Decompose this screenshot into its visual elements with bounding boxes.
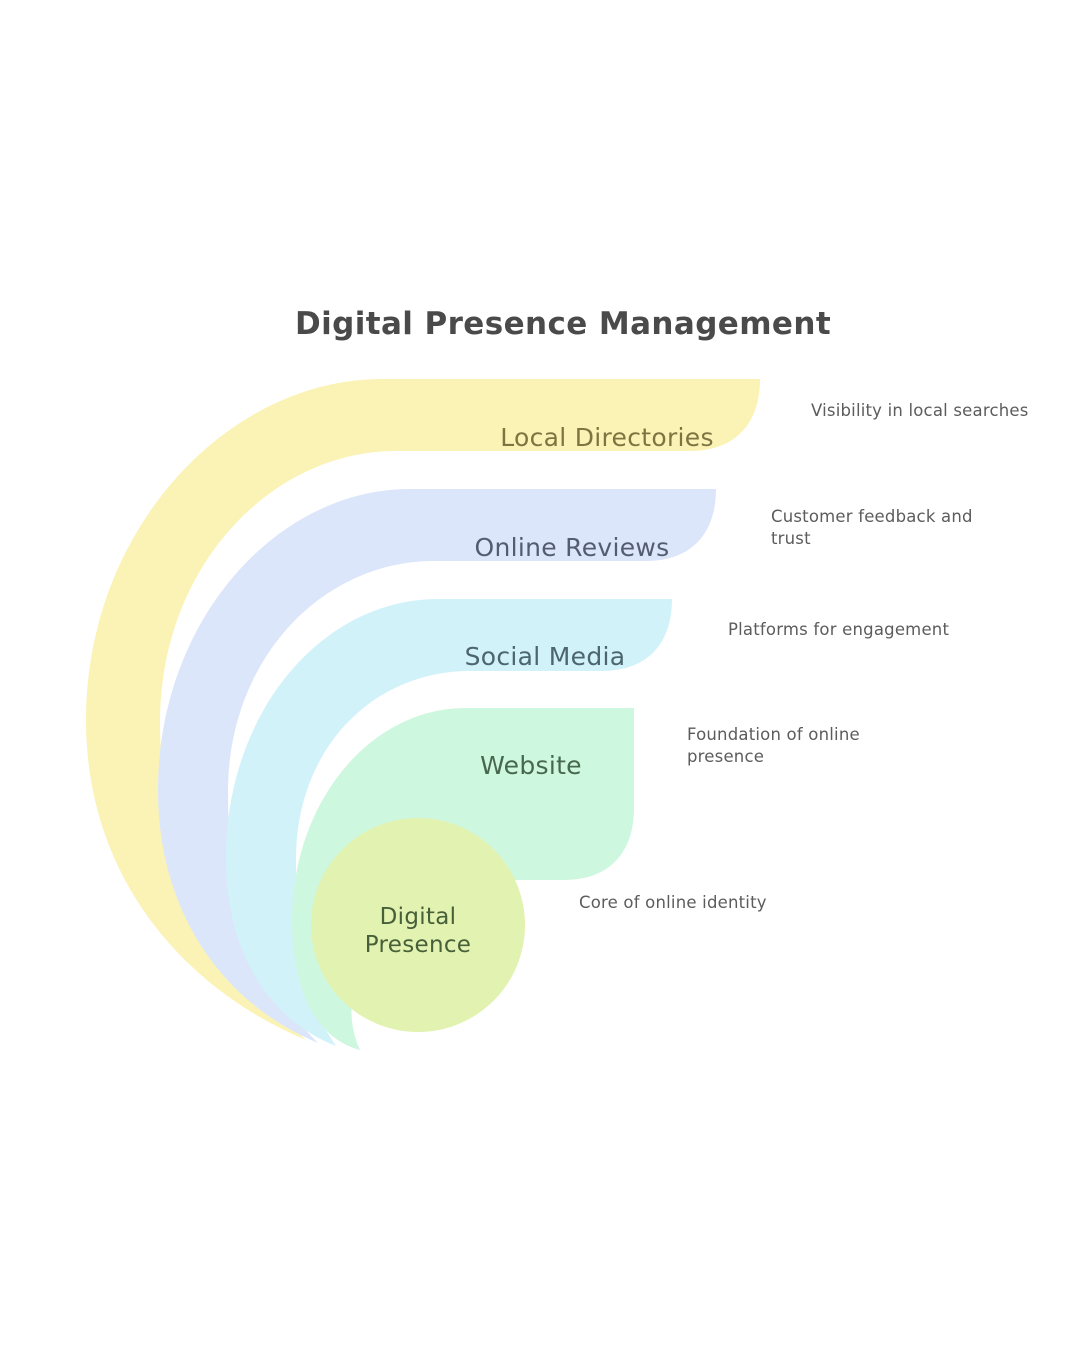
description-website-line2: presence [687, 747, 764, 766]
core-node-digital-presence[interactable]: Digital Presence [311, 818, 525, 1032]
layer-band-local-directories [86, 379, 760, 1040]
core-label-line2: Presence [365, 932, 471, 958]
layer-label-online-reviews: Online Reviews [474, 533, 669, 562]
layer-band-online-reviews [158, 489, 716, 1043]
description-online-reviews-line2: trust [771, 529, 811, 548]
description-social-media: Platforms for engagement [728, 620, 949, 639]
layer-label-website: Website [480, 751, 582, 780]
layer-local-directories[interactable]: Local Directories [86, 379, 760, 1040]
layer-online-reviews[interactable]: Online Reviews [158, 489, 716, 1043]
layer-social-media[interactable]: Social Media [226, 599, 672, 1046]
core-label-line1: Digital [380, 904, 457, 930]
description-digital-presence: Core of online identity [579, 893, 767, 912]
layer-band-social-media [226, 599, 672, 1046]
description-local-directories: Visibility in local searches [811, 401, 1029, 420]
page-title: Digital Presence Management [295, 306, 831, 342]
description-online-reviews-line1: Customer feedback and [771, 507, 973, 526]
layer-label-social-media: Social Media [465, 642, 626, 671]
core-circle [311, 818, 525, 1032]
layer-label-local-directories: Local Directories [500, 423, 714, 452]
description-website-line1: Foundation of online [687, 725, 860, 744]
